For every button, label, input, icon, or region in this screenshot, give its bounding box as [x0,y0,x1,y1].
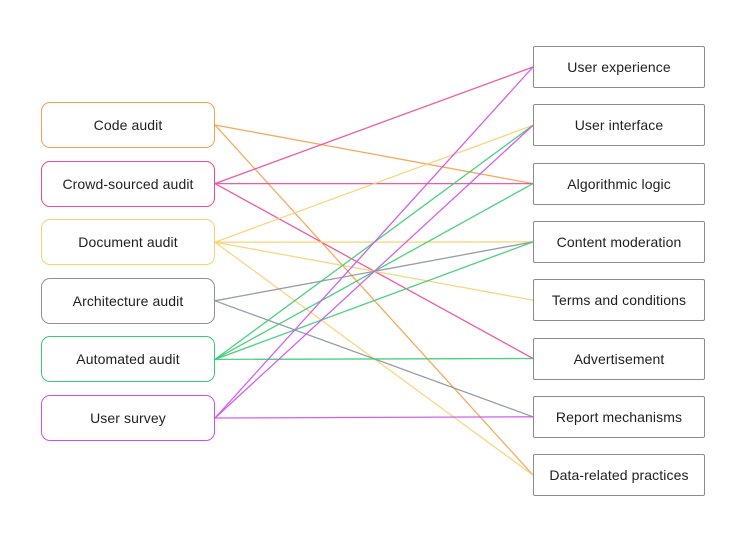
edge-user-survey--user-experience [214,66,534,419]
right-node-report-mechanisms: Report mechanisms [533,395,705,438]
left-node-user-survey: User survey [41,395,215,441]
node-label: Automated audit [76,351,180,368]
node-label: User interface [574,117,664,134]
left-node-crowd-sourced-audit: Crowd-sourced audit [41,160,215,207]
edge-user-survey--user-interface [214,124,534,419]
right-node-user-experience: User experience [533,46,705,88]
node-label: Code audit [93,117,163,133]
left-node-document-audit: Document audit [41,219,215,266]
edge-document-audit--user-interface [214,124,534,243]
node-label: Content moderation [556,233,682,250]
node-label: Algorithmic logic [567,175,671,192]
edge-automated-audit--advertisement [214,357,534,361]
edge-user-survey--report-mechanisms [214,416,534,419]
node-label: Report mechanisms [555,408,683,425]
edge-code-audit--algorithmic-logic [214,124,534,185]
edge-automated-audit--content-moderation [214,241,534,361]
left-node-architecture-audit: Architecture audit [41,277,215,324]
right-node-data-related-practices: Data-related practices [533,454,705,497]
node-label: Architecture audit [72,292,184,309]
node-label: Data-related practices [549,467,689,484]
right-node-user-interface: User interface [533,104,705,147]
node-label: Crowd-sourced audit [62,175,194,192]
node-label: User experience [567,59,671,75]
left-node-automated-audit: Automated audit [41,336,215,383]
edge-crowd-sourced-audit--user-experience [214,66,534,185]
left-node-code-audit: Code audit [41,102,215,148]
node-label: User survey [90,410,166,426]
node-label: Terms and conditions [551,292,687,309]
right-node-terms-and-conditions: Terms and conditions [533,279,705,322]
node-label: Document audit [78,234,178,251]
right-node-algorithmic-logic: Algorithmic logic [533,162,705,205]
node-label: Advertisement [573,350,665,367]
right-node-advertisement: Advertisement [533,337,705,380]
right-node-content-moderation: Content moderation [533,220,705,263]
